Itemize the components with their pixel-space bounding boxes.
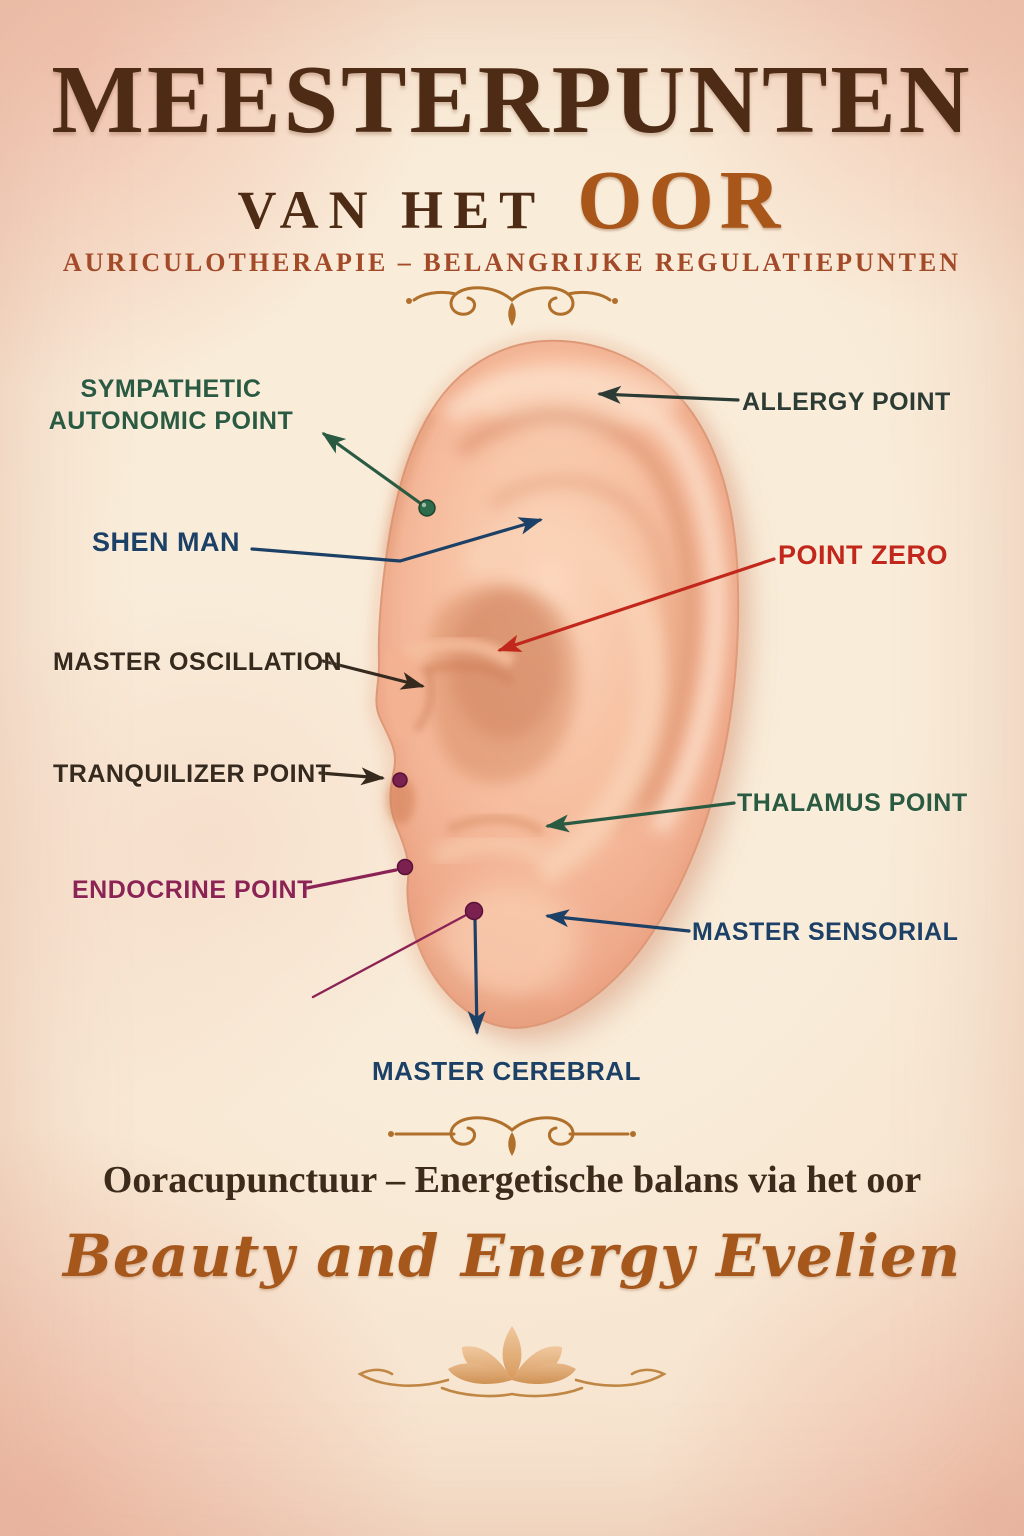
subtitle-prefix: VAN HET (237, 180, 546, 240)
brand-signature: Beauty and Energy Evelien (62, 1222, 962, 1290)
label-master-cerebral: MASTER CEREBRAL (372, 1056, 641, 1086)
divider-ornament-bottom (388, 1116, 636, 1156)
pointer-thalamus (545, 801, 736, 833)
ear-illustration (371, 335, 755, 1046)
pointer-tranquilizer (318, 767, 385, 786)
lotus-petal-outer-left (448, 1363, 512, 1385)
lotus-petal-left (462, 1346, 512, 1380)
poster-title: MEESTERPUNTEN (51, 46, 973, 154)
label-master-sensorial: MASTER SENSORIAL (692, 918, 959, 946)
label-allergy-point: ALLERGY POINT (742, 388, 951, 416)
lotus-petal-outer-right (512, 1363, 576, 1385)
label-line: SYMPATHETIC (80, 375, 262, 403)
pointer-endocrine-long (311, 912, 470, 999)
annotation-lines (250, 385, 776, 1035)
tagline: AURICULOTHERAPIE – BELANGRIJKE REGULATIE… (62, 248, 962, 277)
lotus-icon (357, 1326, 667, 1398)
endocrine-dot (396, 858, 414, 876)
label-shen-man: SHEN MAN (92, 527, 241, 557)
pointer-sympathetic (321, 432, 429, 510)
pointer-shen-man (250, 517, 543, 563)
label-master-oscillation: MASTER OSCILLATION (53, 648, 343, 676)
label-sympathetic-autonomic-point: SYMPATHETIC AUTONOMIC POINT (40, 374, 302, 437)
label-tranquilizer-point: TRANQUILIZER POINT (53, 760, 332, 788)
label-thalamus-point: THALAMUS POINT (737, 789, 968, 817)
label-line: AUTONOMIC POINT (48, 406, 294, 435)
lotus-flourish (357, 1368, 667, 1398)
subtitle-accent: OOR (577, 154, 787, 247)
master-cerebral-dot (464, 901, 484, 921)
footer-subtitle: Ooracupunctuur – Energetische balans via… (102, 1159, 922, 1201)
divider-ornament-top (406, 286, 618, 326)
sympathetic-autonomic-dot (418, 499, 436, 517)
label-point-zero: POINT ZERO (778, 540, 949, 570)
lotus-petal-center (502, 1326, 522, 1380)
pointer-master-sensorial (545, 909, 691, 933)
pointer-point-zero (497, 557, 776, 652)
poster-subtitle: VAN HET OOR (0, 152, 1024, 249)
pointer-endocrine (305, 868, 398, 890)
acupoint-dots (392, 499, 484, 921)
label-endocrine-point: ENDOCRINE POINT (72, 876, 313, 904)
pointer-master-cerebral (467, 918, 486, 1035)
pointer-master-oscillation (321, 659, 425, 690)
lotus-petal-right (512, 1346, 562, 1380)
tranquilizer-dot (392, 772, 408, 788)
dot-highlight (421, 502, 427, 508)
pointer-allergy (597, 385, 740, 404)
